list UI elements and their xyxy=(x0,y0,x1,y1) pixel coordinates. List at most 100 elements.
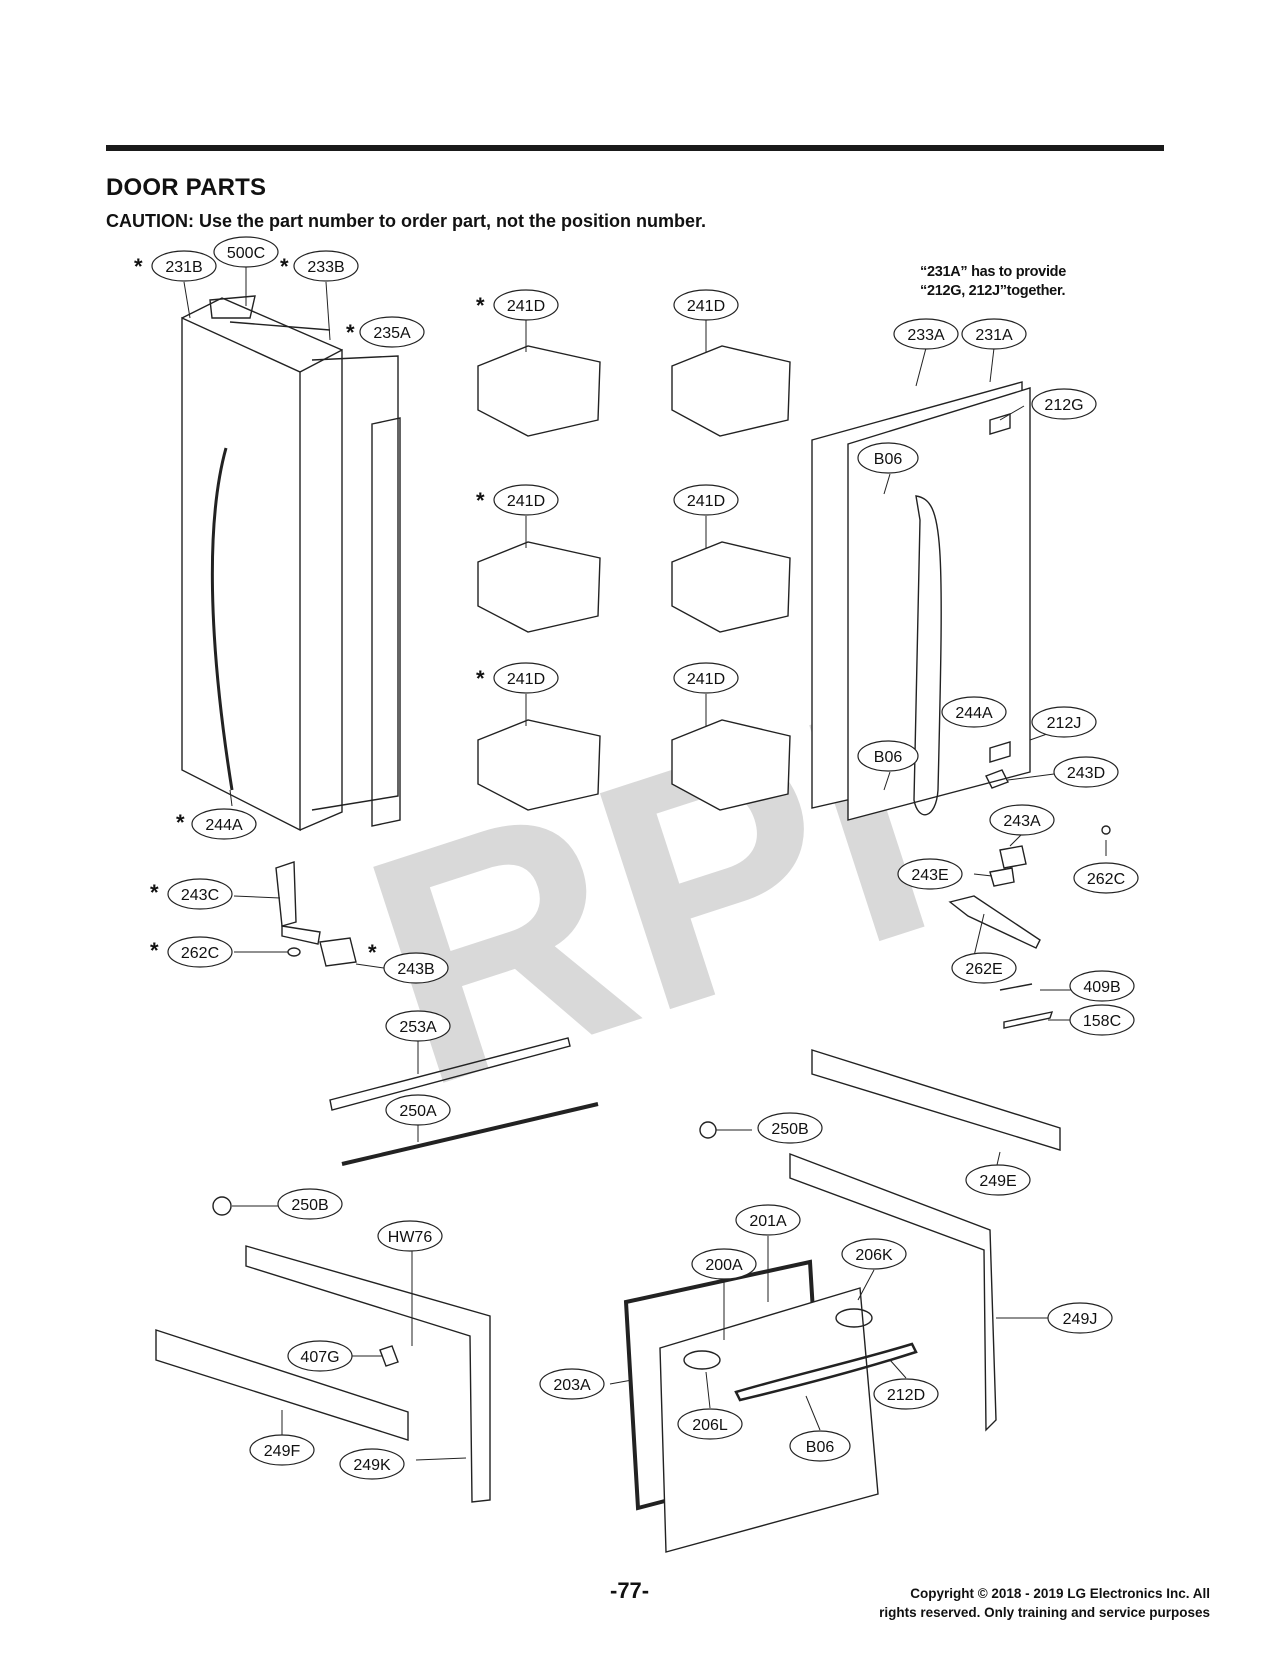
drawer-rails-drawing xyxy=(155,1037,1061,1503)
svg-text:*: * xyxy=(176,810,185,835)
label-407G: 407G xyxy=(287,1340,353,1372)
label-249F: 249F xyxy=(249,1434,315,1466)
label-231B: 231B xyxy=(151,250,217,282)
note-line-1: “231A” has to provide xyxy=(920,264,1066,280)
svg-text:243C: 243C xyxy=(181,887,219,904)
label-B06-2: B06 xyxy=(857,740,919,772)
label-249K: 249K xyxy=(339,1448,405,1480)
door-bins-drawing xyxy=(477,345,791,811)
svg-text:241D: 241D xyxy=(687,493,725,510)
label-243D: 243D xyxy=(1053,756,1119,788)
svg-text:407G: 407G xyxy=(300,1349,339,1366)
right-door-drawing xyxy=(811,381,1031,821)
header-rule xyxy=(106,145,1164,151)
label-500C: 500C xyxy=(213,236,279,268)
left-door-drawing xyxy=(181,295,401,832)
label-231A: 231A xyxy=(961,318,1027,350)
label-243B: 243B xyxy=(383,952,449,984)
svg-text:235A: 235A xyxy=(373,325,411,342)
label-253A: 253A xyxy=(385,1010,451,1042)
svg-text:241D: 241D xyxy=(687,671,725,688)
svg-text:*: * xyxy=(346,320,355,345)
label-233B: 233B xyxy=(293,250,359,282)
svg-text:201A: 201A xyxy=(749,1213,787,1230)
label-241D-4: 241D xyxy=(673,484,739,516)
left-hinge-parts-drawing xyxy=(275,861,357,967)
label-235A: 235A xyxy=(359,316,425,348)
svg-text:*: * xyxy=(476,488,485,513)
svg-text:241D: 241D xyxy=(507,671,545,688)
drawer-front-drawing xyxy=(623,1259,918,1553)
label-250B-left: 250B xyxy=(277,1188,343,1220)
svg-text:231B: 231B xyxy=(165,259,202,276)
svg-text:243E: 243E xyxy=(911,867,948,884)
svg-text:*: * xyxy=(280,254,289,279)
svg-text:*: * xyxy=(134,254,143,279)
label-241D-3: 241D xyxy=(493,484,559,516)
svg-text:233B: 233B xyxy=(307,259,344,276)
svg-text:262C: 262C xyxy=(1087,871,1125,888)
svg-text:B06: B06 xyxy=(806,1439,835,1456)
svg-text:206K: 206K xyxy=(855,1247,893,1264)
label-262E: 262E xyxy=(951,952,1017,984)
svg-text:250B: 250B xyxy=(771,1121,808,1138)
svg-text:B06: B06 xyxy=(874,749,903,766)
svg-text:212D: 212D xyxy=(887,1387,925,1404)
svg-text:243A: 243A xyxy=(1003,813,1041,830)
svg-text:*: * xyxy=(150,880,159,905)
svg-text:250B: 250B xyxy=(291,1197,328,1214)
label-158C: 158C xyxy=(1069,1004,1135,1036)
svg-text:241D: 241D xyxy=(507,298,545,315)
svg-text:249J: 249J xyxy=(1063,1311,1098,1328)
svg-text:200A: 200A xyxy=(705,1257,743,1274)
label-HW76: HW76 xyxy=(377,1220,443,1252)
leader-lines xyxy=(183,266,1107,1461)
svg-text:243D: 243D xyxy=(1067,765,1105,782)
svg-text:241D: 241D xyxy=(687,298,725,315)
svg-text:*: * xyxy=(150,938,159,963)
caution-text: CAUTION: Use the part number to order pa… xyxy=(106,211,707,231)
label-250A: 250A xyxy=(385,1094,451,1126)
svg-text:249K: 249K xyxy=(353,1457,391,1474)
svg-text:262E: 262E xyxy=(965,961,1002,978)
svg-text:244A: 244A xyxy=(205,817,243,834)
label-249E: 249E xyxy=(965,1164,1031,1196)
label-200A: 200A xyxy=(691,1248,757,1280)
label-B06-3: B06 xyxy=(789,1430,851,1462)
label-243C: 243C xyxy=(167,878,233,910)
label-241D-2: 241D xyxy=(673,289,739,321)
svg-text:243B: 243B xyxy=(397,961,434,978)
label-241D-6: 241D xyxy=(673,662,739,694)
copyright-notice: Copyright © 2018 - 2019 LG Electronics I… xyxy=(879,1584,1210,1622)
page-title: DOOR PARTS xyxy=(106,174,267,201)
svg-text:409B: 409B xyxy=(1083,979,1120,996)
page-number: -77- xyxy=(610,1578,650,1603)
label-233A: 233A xyxy=(893,318,959,350)
svg-text:212G: 212G xyxy=(1044,397,1083,414)
label-250B-right: 250B xyxy=(757,1112,823,1144)
label-244A-right: 244A xyxy=(941,696,1007,728)
svg-text:253A: 253A xyxy=(399,1019,437,1036)
svg-text:158C: 158C xyxy=(1083,1013,1121,1030)
label-262C-left: 262C xyxy=(167,936,233,968)
svg-text:B06: B06 xyxy=(874,451,903,468)
svg-text:249E: 249E xyxy=(979,1173,1016,1190)
label-206K: 206K xyxy=(841,1238,907,1270)
label-203A: 203A xyxy=(539,1368,605,1400)
svg-text:*: * xyxy=(476,293,485,318)
note-line-2: “212G, 212J”together. xyxy=(920,283,1066,299)
svg-text:203A: 203A xyxy=(553,1377,591,1394)
label-206L: 206L xyxy=(677,1408,743,1440)
label-241D-1: 241D xyxy=(493,289,559,321)
svg-text:249F: 249F xyxy=(264,1443,301,1460)
svg-text:262C: 262C xyxy=(181,945,219,962)
copyright-line-1: Copyright © 2018 - 2019 LG Electronics I… xyxy=(910,1586,1210,1601)
svg-text:250A: 250A xyxy=(399,1103,437,1120)
label-243A: 243A xyxy=(989,804,1055,836)
svg-text:241D: 241D xyxy=(507,493,545,510)
label-212J: 212J xyxy=(1031,706,1097,738)
svg-text:244A: 244A xyxy=(955,705,993,722)
label-241D-5: 241D xyxy=(493,662,559,694)
svg-text:*: * xyxy=(476,666,485,691)
